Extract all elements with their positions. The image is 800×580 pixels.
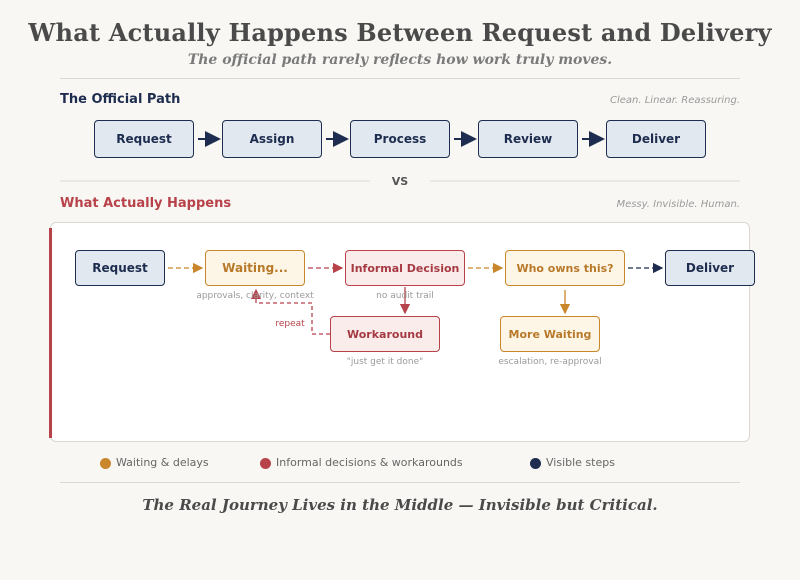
legend-label-informal: Informal decisions & workarounds bbox=[276, 456, 463, 469]
actual-node-who-owns: Who owns this? bbox=[505, 250, 625, 286]
page-subtitle: The official path rarely reflects how wo… bbox=[187, 52, 613, 68]
official-step-process: Process bbox=[350, 120, 450, 158]
actual-path-note: Messy. Invisible. Human. bbox=[616, 199, 740, 210]
header-divider bbox=[60, 78, 740, 79]
official-path-note: Clean. Linear. Reassuring. bbox=[610, 95, 740, 106]
official-step-deliver: Deliver bbox=[606, 120, 706, 158]
caption-more-waiting: escalation, re-approval bbox=[498, 357, 602, 367]
footer-divider bbox=[60, 482, 740, 483]
official-path-heading: The Official Path bbox=[60, 92, 181, 107]
actual-node-more-waiting: More Waiting bbox=[500, 316, 600, 352]
caption-repeat: repeat bbox=[275, 319, 305, 329]
page-title: What Actually Happens Between Request an… bbox=[28, 18, 772, 47]
official-step-review: Review bbox=[478, 120, 578, 158]
actual-node-waiting: Waiting... bbox=[205, 250, 305, 286]
legend-dot-informal bbox=[260, 458, 271, 469]
actual-path-heading: What Actually Happens bbox=[60, 196, 232, 211]
legend-label-visible: Visible steps bbox=[546, 456, 615, 469]
legend-dot-visible bbox=[530, 458, 541, 469]
legend-dot-waiting bbox=[100, 458, 111, 469]
footer-tagline: The Real Journey Lives in the Middle — I… bbox=[142, 496, 658, 514]
arrow-repeat-loop bbox=[250, 288, 330, 335]
caption-waiting: approvals, clarity, context bbox=[196, 291, 314, 301]
vs-label: VS bbox=[391, 175, 409, 188]
official-step-assign: Assign bbox=[222, 120, 322, 158]
official-step-request: Request bbox=[94, 120, 194, 158]
legend-label-waiting: Waiting & delays bbox=[116, 456, 209, 469]
caption-workaround: "just get it done" bbox=[346, 357, 424, 367]
actual-node-workaround: Workaround bbox=[330, 316, 440, 352]
actual-node-deliver: Deliver bbox=[665, 250, 755, 286]
actual-node-request: Request bbox=[75, 250, 165, 286]
caption-informal: no audit trail bbox=[376, 291, 434, 301]
panel-accent-bar bbox=[49, 228, 52, 438]
actual-node-informal-decision: Informal Decision bbox=[345, 250, 465, 286]
